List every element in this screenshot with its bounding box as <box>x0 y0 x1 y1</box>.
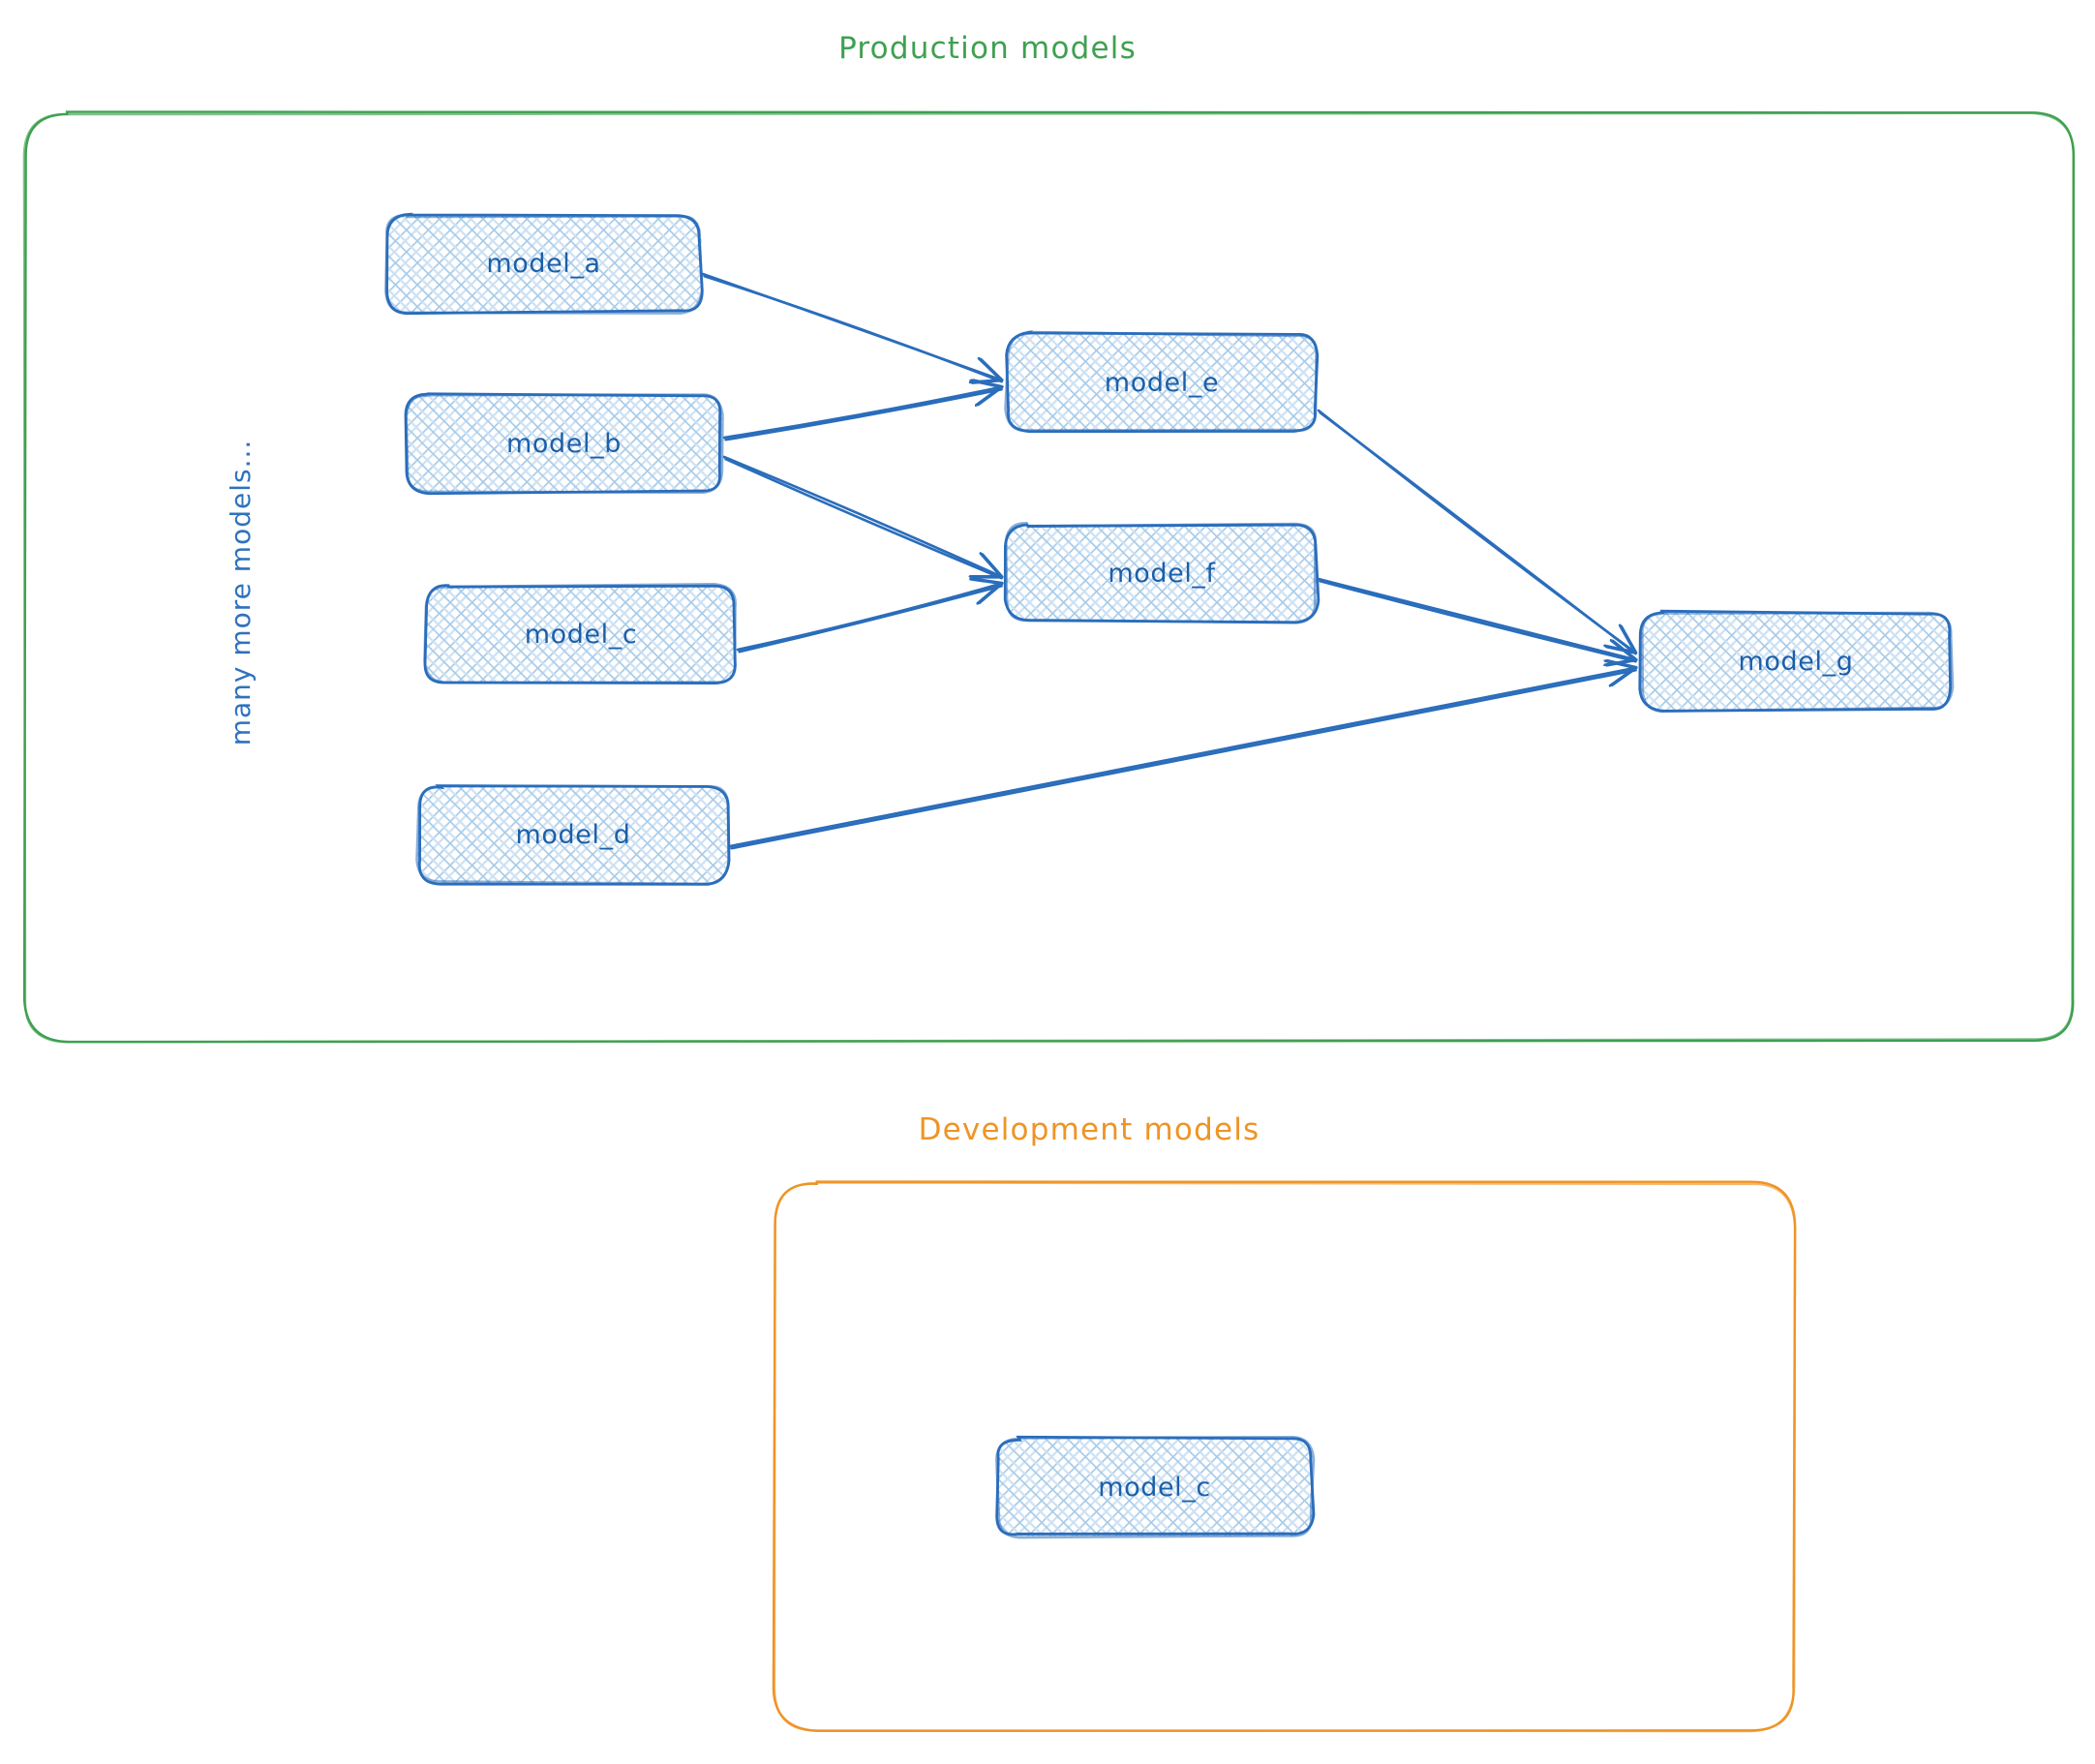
edge-line <box>736 584 1000 652</box>
group-container-production[interactable] <box>22 110 2076 1044</box>
node-model_d[interactable]: model_d <box>415 784 731 886</box>
node-outline <box>384 213 704 315</box>
group-containers <box>22 110 2076 1733</box>
node-label: model_c <box>525 620 638 650</box>
note-layer: many more models... <box>225 440 257 746</box>
edge-layer <box>701 272 1637 850</box>
node-fill-hatch-b <box>1640 612 1952 711</box>
node-model_b[interactable]: model_b <box>404 392 724 496</box>
node-fill-hatch-b <box>1006 524 1318 623</box>
node-label: model_f <box>1108 559 1216 589</box>
group-outline <box>773 1181 1797 1733</box>
edge-line <box>724 457 1003 580</box>
edge-b-to-e[interactable] <box>722 387 1003 441</box>
node-model_c[interactable]: model_c <box>423 583 737 684</box>
node-outline <box>1004 522 1318 624</box>
node-outline <box>1004 330 1319 433</box>
many-more-models-note: many more models... <box>225 440 257 746</box>
node-fill-hatch-b <box>386 215 702 313</box>
edge-d-to-g[interactable] <box>728 668 1637 850</box>
node-label: model_e <box>1105 368 1219 398</box>
edge-c-to-f[interactable] <box>736 584 1003 654</box>
node-outline <box>415 784 731 886</box>
edge-line <box>738 584 1003 654</box>
node-label: model_c <box>1098 1473 1211 1503</box>
node-label: model_g <box>1739 647 1854 677</box>
edge-line <box>1317 577 1634 659</box>
node-model_a[interactable]: model_a <box>384 212 704 316</box>
group-container-development[interactable] <box>772 1180 1797 1733</box>
node-fill-hatch-b <box>417 785 729 884</box>
edge-line <box>1319 579 1637 663</box>
node-outline <box>995 1435 1316 1539</box>
node-model_g[interactable]: model_g <box>1638 609 1955 714</box>
edge-line <box>722 455 1000 576</box>
node-model_e[interactable]: model_e <box>1004 330 1320 434</box>
node-dev_model_c[interactable]: model_c <box>995 1435 1316 1539</box>
edge-line <box>728 668 1634 848</box>
node-outline <box>405 393 724 495</box>
node-outline <box>423 583 737 684</box>
group-outline <box>22 111 2076 1044</box>
node-outline <box>1640 611 1955 714</box>
node-label: model_a <box>486 249 600 279</box>
node-label: model_d <box>516 820 631 850</box>
edge-e-to-g[interactable] <box>1317 409 1637 655</box>
node-layer: model_a model_b model_c model_d model_emodel… <box>384 212 1955 1539</box>
node-fill-hatch-b <box>997 1439 1313 1536</box>
edge-line <box>730 668 1637 850</box>
edge-line <box>722 387 1000 440</box>
edge-f-to-g[interactable] <box>1317 577 1637 663</box>
group-title-production: Production models <box>838 31 1137 66</box>
edge-line <box>724 387 1003 441</box>
edge-line <box>1319 411 1637 655</box>
group-title-development: Development models <box>919 1112 1260 1147</box>
node-model_f[interactable]: model_f <box>1003 522 1321 624</box>
node-fill-hatch-b <box>425 586 736 684</box>
edge-line <box>703 274 1003 383</box>
node-fill-hatch-b <box>1006 334 1317 432</box>
edge-a-to-e[interactable] <box>701 272 1003 383</box>
node-fill-hatch-b <box>406 394 722 492</box>
edge-b-to-f[interactable] <box>722 455 1003 580</box>
node-label: model_b <box>506 429 622 459</box>
